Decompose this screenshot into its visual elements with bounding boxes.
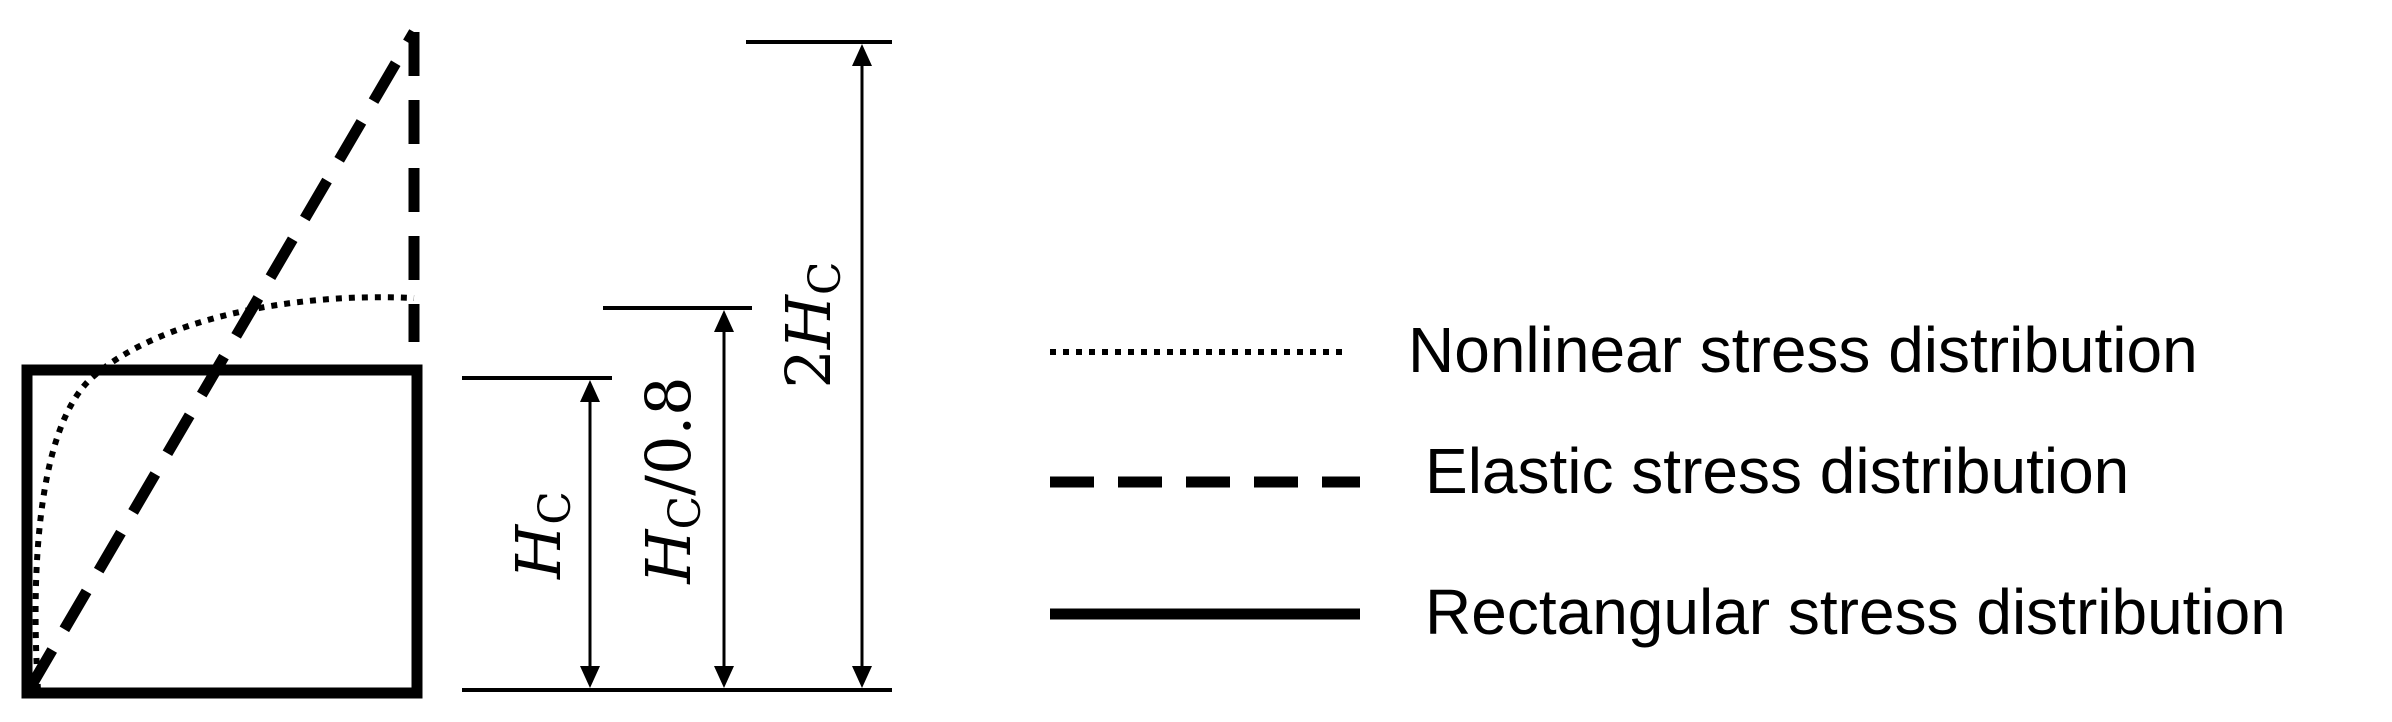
hc-arrowhead-bottom: [580, 666, 600, 688]
hc-08-arrowhead-top: [714, 310, 734, 332]
hc-label: HC: [502, 491, 581, 580]
elastic-distribution-diagonal: [25, 29, 419, 691]
legend: Nonlinear stress distribution Elastic st…: [1050, 314, 2286, 648]
legend-item-elastic: Elastic stress distribution: [1050, 435, 2129, 507]
two-hc-arrowhead-bottom: [852, 666, 872, 688]
legend-label-elastic: Elastic stress distribution: [1425, 435, 2129, 507]
hc-08-label: HC/0.8: [632, 376, 711, 584]
legend-item-rectangular: Rectangular stress distribution: [1050, 576, 2286, 648]
legend-label-rectangular: Rectangular stress distribution: [1425, 576, 2286, 648]
legend-label-nonlinear: Nonlinear stress distribution: [1408, 314, 2198, 386]
rectangular-stress-block: [21, 364, 423, 699]
hc-08-arrowhead-bottom: [714, 666, 734, 688]
nonlinear-distribution-curve: [32, 294, 415, 691]
hc-arrowhead-top: [580, 380, 600, 402]
two-hc-arrowhead-top: [852, 44, 872, 66]
legend-item-nonlinear: Nonlinear stress distribution: [1050, 314, 2198, 386]
two-hc-label: 2HC: [772, 261, 851, 388]
